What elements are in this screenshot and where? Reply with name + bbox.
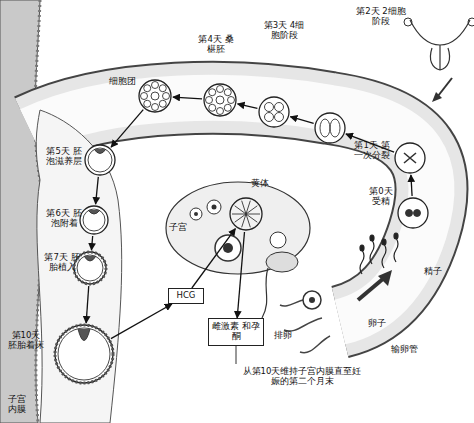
stage-label: 第1天 第一次分裂: [352, 140, 392, 160]
follicle-oocyte: [223, 243, 233, 253]
cell-outline: [258, 96, 290, 128]
cell-membrane: [259, 97, 289, 127]
hormone-box: HCG: [168, 288, 204, 304]
cell-detail: [404, 153, 416, 163]
stage-arrow: [192, 229, 236, 288]
ovum-nucleus: [309, 297, 315, 303]
cell-membrane: [204, 84, 236, 116]
pointer-arrow: [438, 78, 452, 96]
ovulation-path: [262, 268, 268, 318]
uterus-icon: [410, 20, 470, 70]
stage-arrow: [91, 236, 92, 250]
cell-detail: [83, 209, 105, 231]
part-label: 精子: [420, 266, 446, 276]
stage-arrow: [111, 110, 143, 147]
part-label: 子宫: [166, 222, 190, 232]
stage-arrow: [238, 104, 258, 108]
embryo-stage: 第0天 受精: [397, 197, 429, 229]
travel-arrowhead: [378, 270, 392, 286]
cell-outline: [229, 197, 263, 231]
stage-label: 第10天 胚胎着床: [8, 330, 44, 350]
ruptured-follicle: [266, 252, 298, 272]
ovary: [166, 182, 310, 274]
cell-outline: [394, 142, 426, 174]
cell-membrane: [139, 80, 171, 112]
embryo-stage: 第7天 胚胎植入: [73, 251, 107, 285]
embryo-stage: 第5天 胚泡滋养层: [84, 144, 116, 176]
part-label: 输卵管: [386, 344, 422, 354]
embryo-stage: 第1天 第一次分裂: [394, 142, 426, 174]
stage-arrow: [237, 232, 244, 318]
stage-label: 第3天 4细胞阶段: [262, 20, 306, 40]
stage-arrow: [111, 304, 172, 339]
cell-detail: [141, 82, 170, 111]
stage-label: 黄体: [246, 178, 274, 188]
stage-arrow: [173, 97, 202, 99]
embryo-stage: 第6天 胚泡附着: [79, 205, 109, 235]
embryo-stage: 第10天 胚胎着床: [54, 324, 114, 384]
fimbriae: [280, 299, 330, 353]
hormone-box: 雌激素 和孕酮: [208, 318, 264, 346]
stage-arrow: [411, 175, 412, 196]
follicle: [190, 208, 202, 220]
cell-detail: [320, 119, 340, 137]
uterine-wall: [0, 0, 42, 423]
follicle-oocyte: [194, 212, 198, 216]
cell-membrane: [395, 143, 425, 173]
embryo-stage: 第2天 2细胞阶段: [314, 112, 346, 144]
cell-membrane: [315, 113, 345, 143]
cell-membrane: [398, 198, 428, 228]
stage-label: 细胞团: [104, 76, 140, 86]
cell-outline: [314, 112, 346, 144]
stage-label: 第6天 胚泡附着: [46, 208, 82, 228]
note-leader: [236, 346, 237, 364]
uterine-cavity: [36, 110, 121, 423]
cell-membrane: [230, 198, 262, 230]
cell-detail: [206, 86, 235, 115]
ovary-icon: [468, 18, 474, 26]
embryo-stage: 黄体: [229, 197, 263, 231]
stage-label: 第2天 2细胞阶段: [356, 6, 406, 26]
cell-detail: [406, 210, 421, 217]
embryo-stage: 细胞团: [138, 79, 172, 113]
cell-outline: [397, 197, 429, 229]
stage-label: 第5天 胚泡滋养层: [46, 146, 82, 166]
cell-detail: [88, 148, 112, 172]
hormone-label: HCG: [177, 291, 196, 301]
ovary-icon: [404, 18, 412, 26]
follicle: [270, 232, 286, 248]
stage-label: 第0天 受精: [366, 186, 396, 206]
pointer-arrowhead: [432, 92, 442, 102]
part-label: 卵子: [364, 318, 390, 328]
hormone-label: 雌激素 和孕酮: [209, 322, 263, 342]
travel-arrow: [358, 278, 384, 300]
embryo-stage: 第4天 桑椹胚: [203, 83, 237, 117]
part-label: 排卵: [270, 330, 296, 340]
cell-membrane: [55, 325, 113, 383]
follicle-oocyte: [212, 205, 217, 210]
follicle: [207, 200, 221, 214]
ovum: [303, 291, 321, 309]
cell-membrane: [80, 206, 108, 234]
stage-label: 第7天 胚胎植入: [44, 252, 80, 272]
cell-detail: [232, 201, 260, 228]
cell-outline: [138, 79, 172, 113]
embryo-stage: 第3天 4细胞阶段: [258, 96, 290, 128]
stage-arrow: [96, 177, 99, 204]
cell-detail: [265, 103, 284, 122]
cell-outline: [54, 324, 114, 384]
stage-label: 第4天 桑椹胚: [196, 34, 236, 54]
cell-detail: [55, 325, 113, 383]
sperm-group: [360, 233, 398, 274]
cell-outline: [79, 205, 109, 235]
cell-membrane: [85, 145, 115, 175]
cell-outline: [84, 144, 116, 176]
cell-outline: [203, 83, 237, 117]
stage-arrow: [86, 286, 89, 323]
mature-follicle: [215, 235, 241, 261]
stage-arrow: [290, 117, 313, 124]
part-label: 子宫内膜: [4, 394, 30, 414]
note-text: 从第10天维持子宫内膜直至妊娠的第二个月末: [240, 366, 364, 386]
